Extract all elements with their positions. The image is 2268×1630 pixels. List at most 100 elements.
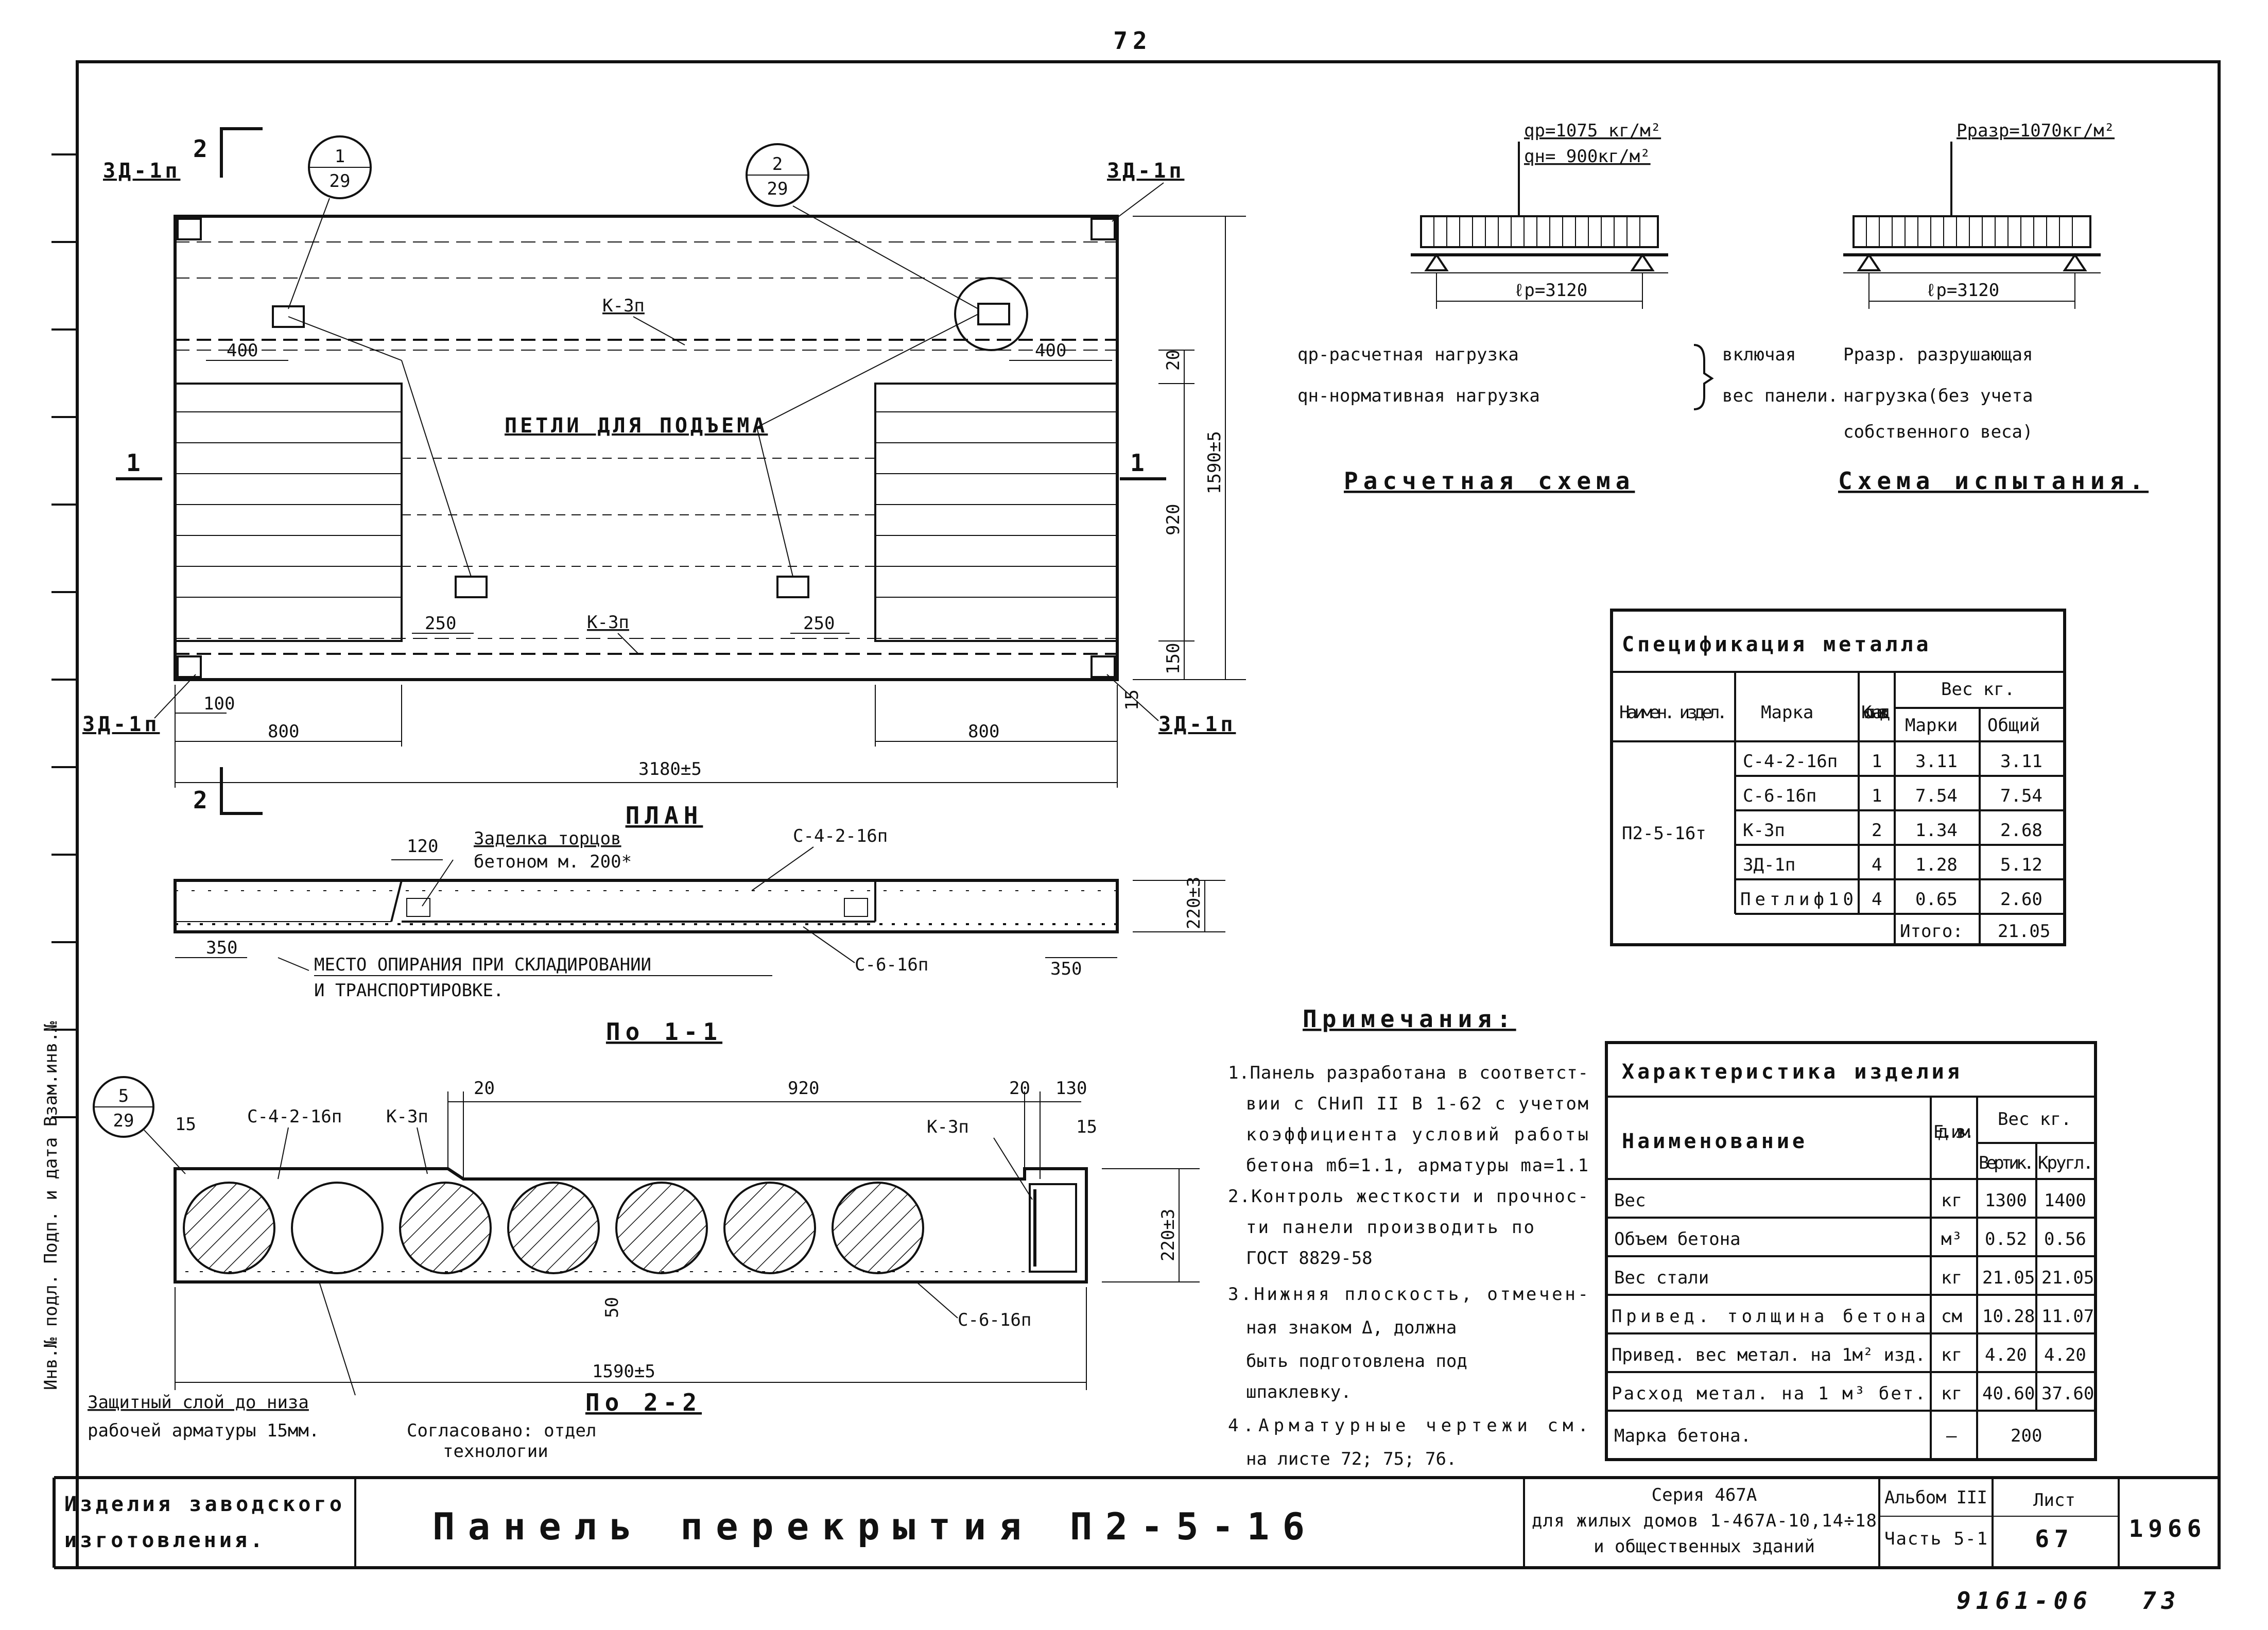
drawing-text: для жилых домов 1-467А-10,14÷18 bbox=[1532, 1511, 1877, 1531]
calc-scheme: qр=1075 кг/м² qн= 900кг/м² ℓр=3120 qр-ра… bbox=[1297, 120, 1838, 495]
drawing-text: ℓр=3120 bbox=[1514, 280, 1587, 301]
drawing-text: собственного веса) bbox=[1843, 422, 2033, 442]
support-note: И ТРАНСПОРТИРОВКЕ. bbox=[314, 980, 504, 1001]
void bbox=[723, 1182, 816, 1274]
drawing-text: 5 bbox=[118, 1086, 129, 1106]
drawing-text: Pразр. разрушающая bbox=[1843, 344, 2033, 365]
section-2-2: 5 29 15 С-4-2-16п К-3п К-3п 20 920 20 13… bbox=[88, 1076, 1200, 1462]
drawing-text: Вес bbox=[1614, 1190, 1646, 1211]
drawing-text: 3.11 bbox=[1915, 751, 1958, 772]
char-table: Характеристика изделия Наименование Ед. … bbox=[1605, 1041, 2097, 1461]
drawing-text: 800 bbox=[968, 721, 999, 742]
drawing-text: 130 bbox=[1055, 1078, 1087, 1099]
drawing-text: П2-5-16т bbox=[1622, 823, 1706, 844]
drawing-text: Вес кг. bbox=[1941, 679, 2015, 700]
drawing-text: 4 bbox=[1872, 855, 1882, 875]
drawing-text: 15 bbox=[1076, 1117, 1097, 1137]
drawing-text: 67 bbox=[2035, 1525, 2073, 1553]
side-stamp: Инв.№ подл. Подп. и дата Взам.инв.№ bbox=[41, 1021, 61, 1390]
drawing-text: 3.Нижняя плоскость, отмечен- bbox=[1228, 1284, 1588, 1305]
void bbox=[183, 1182, 275, 1274]
drawing-text: 1.Панель разработана в соответст- bbox=[1228, 1063, 1588, 1083]
drawing-text: 400 bbox=[1035, 340, 1066, 361]
sheet-frame bbox=[76, 60, 2221, 1569]
drawing-text: коэффициента условий работы bbox=[1246, 1124, 1588, 1145]
archive-code: 9161-06 bbox=[1957, 1587, 2092, 1615]
drawing-text: 1300 bbox=[1985, 1190, 2027, 1211]
drawing-text: 50 bbox=[602, 1297, 622, 1318]
drawing-text: 150 bbox=[1163, 643, 1184, 674]
drawing-text: 29 bbox=[330, 171, 351, 192]
drawing-text: Кол. на изд. bbox=[1861, 702, 1892, 723]
drawing-text: 220±3 bbox=[1184, 877, 1204, 929]
main-title: Панель перекрытия П2-5-16 bbox=[432, 1505, 1318, 1548]
drawing-text: 11.07 bbox=[2041, 1306, 2094, 1327]
drawing-text: 20 bbox=[1009, 1078, 1030, 1099]
drawing-text: 21.05 bbox=[1982, 1268, 2035, 1288]
drawing-text: вес панели. bbox=[1722, 386, 1838, 406]
drawing-text: Общий bbox=[1987, 715, 2040, 736]
drawing-text: 0.56 bbox=[2044, 1229, 2086, 1250]
rebar-label: С-6-16п bbox=[855, 955, 928, 975]
drawing-text: Итого: bbox=[1900, 921, 1963, 942]
rebar-label: С-4-2-16п bbox=[793, 826, 888, 846]
drawing-text: 250 bbox=[425, 613, 456, 634]
drawing-text: Привед. толщина бетона bbox=[1612, 1306, 1926, 1327]
zd-label: 3Д-1п bbox=[103, 159, 180, 183]
rebar-label: С-4-2-16п bbox=[247, 1106, 342, 1127]
drawing-text: 29 bbox=[767, 179, 788, 199]
drawing-text: Наименование bbox=[1622, 1130, 1808, 1153]
drawing-text: нагрузка(без учета bbox=[1843, 386, 2033, 406]
drawing-text: 920 bbox=[1163, 504, 1184, 535]
lifting-loop bbox=[776, 576, 809, 598]
drawing-text: 1.34 bbox=[1915, 820, 1958, 841]
protective-note: рабочей арматуры 15мм. bbox=[88, 1420, 319, 1441]
zd-label: 3Д-1п bbox=[82, 713, 160, 736]
drawing-text: см bbox=[1941, 1306, 1962, 1327]
drawing-text: Вес стали bbox=[1614, 1268, 1709, 1288]
drawing-text: qн-нормативная нагрузка bbox=[1297, 386, 1540, 406]
drawing-text: 0.65 bbox=[1915, 889, 1958, 910]
drawing-text: 21.05 bbox=[2041, 1268, 2094, 1288]
section-marker-1-left: 1 bbox=[126, 449, 146, 477]
title-block: Изделия заводского изготовления. Панель … bbox=[53, 1476, 2219, 1569]
drawing-text: 5.12 bbox=[2000, 855, 2042, 875]
void bbox=[507, 1182, 600, 1274]
drawing-text: кг bbox=[1941, 1190, 1962, 1211]
drawing-text: на листе 72; 75; 76. bbox=[1246, 1449, 1457, 1469]
lifting-loop bbox=[977, 303, 1010, 325]
void-left bbox=[174, 383, 403, 642]
drawing-text: Марка bbox=[1761, 702, 1813, 723]
agreed-note: технологии bbox=[443, 1441, 548, 1462]
notes-title: Примечания: bbox=[1303, 1005, 1516, 1033]
zd-label: 3Д-1п bbox=[1107, 159, 1184, 183]
drawing-text: 2 bbox=[1872, 820, 1882, 841]
drawing-text: 21.05 bbox=[1998, 921, 2050, 942]
drawing-text: 1590±5 bbox=[592, 1361, 655, 1382]
drawing-text: Часть 5-1 bbox=[1884, 1529, 1987, 1549]
drawing-text: Ед. изм. bbox=[1933, 1122, 1975, 1142]
drawing-text: ℓр=3120 bbox=[1926, 280, 1999, 301]
panel-outline-plan bbox=[174, 215, 1119, 681]
protective-note: Защитный слой до низа bbox=[88, 1392, 309, 1413]
drawing-text: 4 bbox=[1872, 889, 1882, 910]
sealing-note: бетоном м. 200* bbox=[474, 852, 632, 872]
void-right bbox=[874, 383, 1118, 642]
drawing-text: 2.60 bbox=[2000, 889, 2042, 910]
drawing-text: 7.54 bbox=[2000, 786, 2042, 806]
drawing-text: 1 bbox=[1872, 786, 1882, 806]
drawing-text: быть подготовлена под bbox=[1246, 1351, 1467, 1372]
drawing-text: Альбом ІІІ bbox=[1884, 1487, 1987, 1508]
calc-scheme-title: Расчетная схема bbox=[1344, 467, 1635, 495]
section-marker-2-top: 2 bbox=[193, 135, 213, 163]
drawing-text: Объем бетона bbox=[1614, 1229, 1741, 1250]
drawing-text: 4.20 bbox=[1985, 1345, 2027, 1365]
drawing-text: 3Д-1п bbox=[1743, 855, 1795, 875]
zd-label: 3Д-1п bbox=[1158, 713, 1236, 736]
drawing-text: Изделия заводского bbox=[64, 1493, 345, 1516]
section-2-2-title: По 2-2 bbox=[585, 1389, 702, 1416]
drawing-text: и общественных зданий bbox=[1594, 1536, 1815, 1557]
section-marker-1-right: 1 bbox=[1130, 449, 1150, 477]
k3p-label: К-3п bbox=[587, 612, 629, 633]
